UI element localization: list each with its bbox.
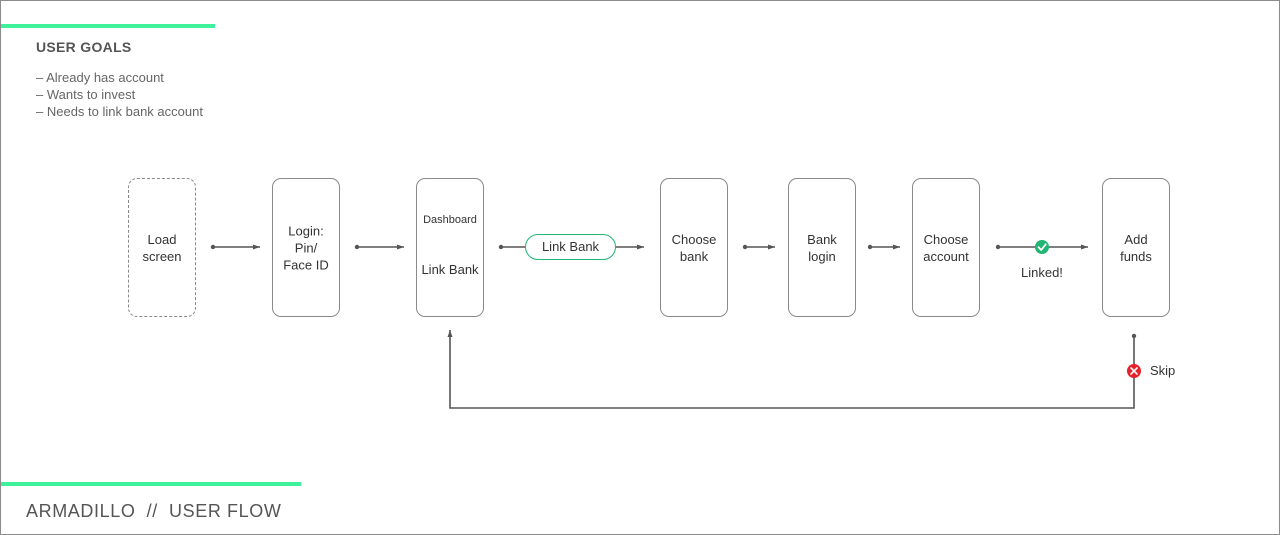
footer-accent-bar bbox=[1, 482, 301, 486]
skip-label: Skip bbox=[1150, 363, 1176, 378]
user-goal-item: – Needs to link bank account bbox=[36, 104, 203, 119]
node-load-screen[interactable]: Load screen bbox=[128, 178, 196, 317]
node-bank-login[interactable]: Bank login bbox=[788, 178, 856, 317]
node-choose-account[interactable]: Choose account bbox=[912, 178, 980, 317]
footer-title: ARMADILLO // USER FLOW bbox=[26, 501, 282, 521]
linked-check-icon bbox=[1035, 240, 1049, 254]
user-goal-item: – Already has account bbox=[36, 70, 164, 85]
arrow-bank-login-to-choose-account bbox=[867, 244, 900, 250]
node-dashboard[interactable]: Dashboard Link Bank bbox=[416, 178, 484, 317]
node-label: Load screen bbox=[142, 231, 182, 264]
node-login[interactable]: Login: Pin/ Face ID bbox=[272, 178, 340, 317]
node-label: Choose bank bbox=[671, 231, 717, 264]
top-accent-bar bbox=[1, 24, 215, 28]
node-label: Bank login bbox=[807, 231, 837, 264]
arrow-login-to-dashboard bbox=[354, 244, 404, 250]
arrow-dashboard-to-pill bbox=[498, 244, 525, 250]
node-label: Link Bank bbox=[421, 262, 479, 277]
node-label: Choose account bbox=[923, 231, 969, 264]
node-add-funds[interactable]: Add funds bbox=[1102, 178, 1170, 317]
node-label: Add funds bbox=[1120, 231, 1152, 264]
user-goals-title: USER GOALS bbox=[36, 39, 132, 55]
node-choose-bank[interactable]: Choose bank bbox=[660, 178, 728, 317]
link-bank-pill-button[interactable]: Link Bank bbox=[525, 234, 616, 260]
arrow-choose-bank-to-bank-login bbox=[742, 244, 775, 250]
user-goal-item: – Wants to invest bbox=[36, 87, 136, 102]
linked-label: Linked! bbox=[1021, 265, 1063, 280]
node-small-label: Dashboard bbox=[423, 214, 477, 226]
user-goals-list: – Already has account – Wants to invest … bbox=[36, 69, 203, 120]
skip-loop-connector bbox=[447, 330, 1137, 409]
arrow-load-to-login bbox=[210, 244, 260, 250]
skip-x-icon bbox=[1127, 364, 1141, 378]
node-label: Login: Pin/ Face ID bbox=[283, 223, 329, 272]
